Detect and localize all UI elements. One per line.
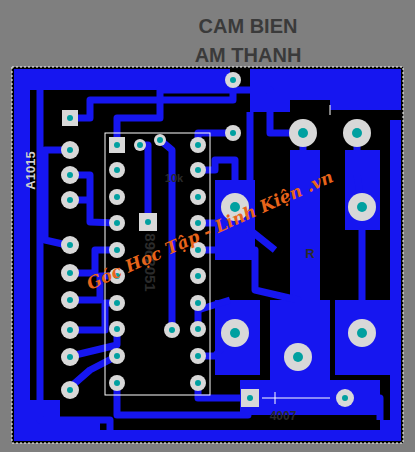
resistor-value: 10k (165, 172, 183, 184)
pad (61, 166, 79, 184)
drill-hole (195, 273, 201, 279)
pad (343, 119, 371, 147)
pad (190, 375, 206, 391)
drill-hole (195, 353, 201, 359)
pads (61, 72, 376, 407)
drill-hole (114, 353, 120, 359)
pad (336, 389, 354, 407)
pad (348, 193, 376, 221)
pad (61, 264, 79, 282)
drill-hole (169, 327, 175, 333)
pad (109, 162, 125, 178)
drill-hole (195, 300, 201, 306)
pad (190, 137, 206, 153)
drill-hole (145, 219, 151, 225)
drill-hole (352, 128, 362, 138)
pad (109, 215, 125, 231)
drill-hole (137, 142, 143, 148)
pad (109, 375, 125, 391)
drill-hole (114, 167, 120, 173)
drill-hole (195, 247, 201, 253)
board-ground (12, 67, 403, 443)
pad (190, 189, 206, 205)
pad (190, 321, 206, 337)
drill-hole (67, 297, 73, 303)
drill-hole (67, 270, 73, 276)
pad (61, 348, 79, 366)
drill-hole (357, 202, 367, 212)
drill-hole (157, 137, 163, 143)
drill-hole (293, 352, 303, 362)
drill-hole (67, 242, 73, 248)
board-title: CAM BIEN AM THANH (183, 12, 313, 70)
drill-hole (114, 300, 120, 306)
drill-hole (357, 328, 367, 338)
drill-hole (342, 395, 348, 401)
part-label: R (305, 246, 314, 261)
pad (241, 389, 259, 407)
drill-hole (230, 77, 236, 83)
pad (190, 268, 206, 284)
pad (109, 137, 125, 153)
drill-hole (230, 130, 236, 136)
pad (61, 141, 79, 159)
part-label: A1015 (23, 151, 38, 189)
pad (348, 319, 376, 347)
pad (190, 162, 206, 178)
pad (225, 72, 241, 88)
pad (154, 134, 166, 146)
drill-hole (195, 167, 201, 173)
pad (61, 291, 79, 309)
drill-hole (195, 380, 201, 386)
pad (289, 119, 317, 147)
drill-hole (67, 354, 73, 360)
pad (221, 319, 249, 347)
pad (134, 139, 146, 151)
drill-hole (298, 128, 308, 138)
pad (61, 381, 79, 399)
drill-hole (67, 147, 73, 153)
board-outline (12, 67, 403, 443)
drill-hole (114, 194, 120, 200)
drill-hole (114, 142, 120, 148)
pad (109, 189, 125, 205)
pad (109, 321, 125, 337)
drill-hole (195, 194, 201, 200)
pad (225, 125, 241, 141)
drill-hole (195, 326, 201, 332)
pad (139, 213, 157, 231)
pad (190, 348, 206, 364)
drill-hole (67, 387, 73, 393)
drill-hole (67, 327, 73, 333)
drill-hole (195, 142, 201, 148)
pad (62, 110, 78, 126)
pad (61, 321, 79, 339)
pad (61, 236, 79, 254)
drill-hole (114, 247, 120, 253)
copper-pour (14, 69, 401, 441)
diode-label: 4007 (270, 409, 297, 423)
pad (284, 343, 312, 371)
drill-hole (114, 326, 120, 332)
drill-hole (67, 172, 73, 178)
drill-hole (67, 115, 73, 121)
traces (40, 80, 380, 430)
drill-hole (230, 328, 240, 338)
pad (109, 348, 125, 364)
drill-hole (114, 380, 120, 386)
pad (109, 242, 125, 258)
drill-hole (247, 395, 253, 401)
pad (164, 322, 180, 338)
pad (190, 295, 206, 311)
pad (61, 191, 79, 209)
pad (109, 295, 125, 311)
drill-hole (67, 197, 73, 203)
drill-hole (114, 220, 120, 226)
